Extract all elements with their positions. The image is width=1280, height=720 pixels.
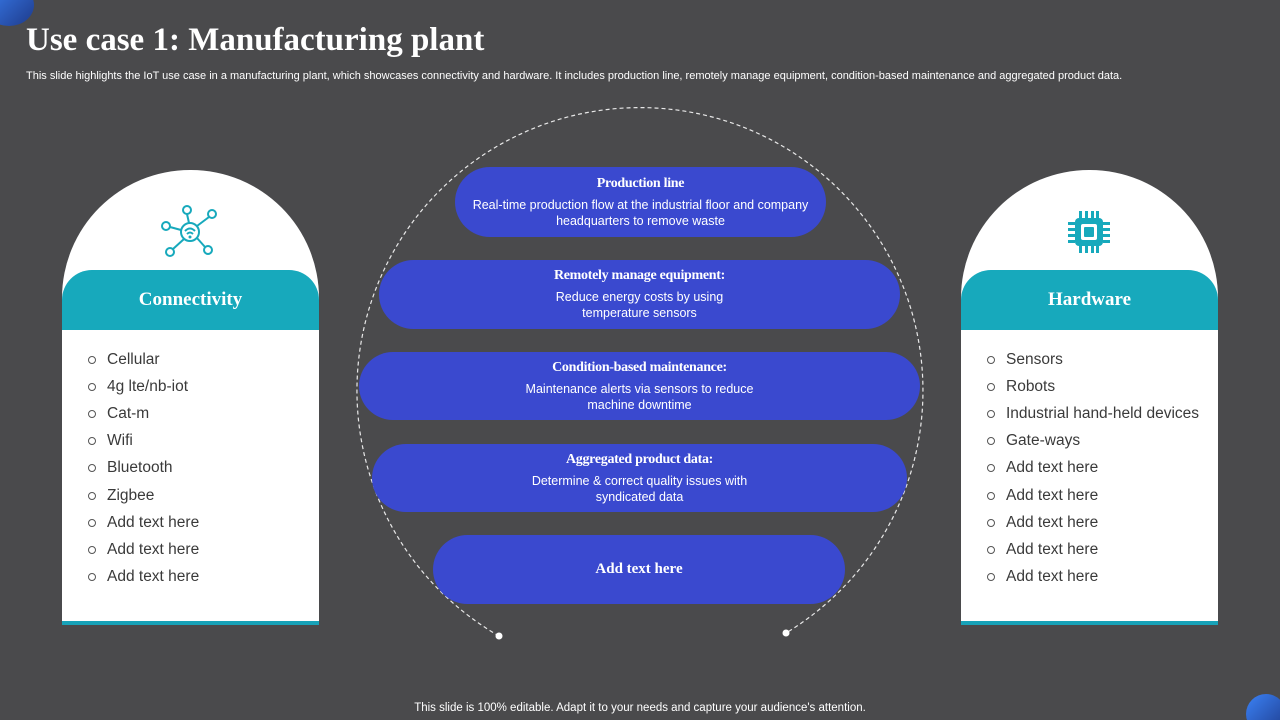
bullet-icon <box>987 573 995 582</box>
list-item: Zigbee <box>88 482 199 509</box>
footer-note: This slide is 100% editable. Adapt it to… <box>414 702 866 714</box>
hardware-header: Hardware <box>961 270 1218 330</box>
connectivity-header: Connectivity <box>62 270 319 330</box>
card-divider <box>961 621 1218 625</box>
list-item: Add text here <box>987 536 1199 563</box>
corner-decoration <box>1246 694 1280 720</box>
list-item: Add text here <box>987 509 1199 536</box>
page-title: Use case 1: Manufacturing plant <box>26 22 485 58</box>
bullet-icon <box>88 573 96 582</box>
list-item: 4g lte/nb-iot <box>88 373 199 400</box>
list-item: Cellular <box>88 346 199 373</box>
list-item: Industrial hand-held devices <box>987 400 1199 427</box>
bullet-icon <box>987 545 995 554</box>
bullet-icon <box>88 437 96 446</box>
list-item: Add text here <box>88 509 199 536</box>
list-item: Add text here <box>88 536 199 563</box>
pill-condition-maintenance: Condition-based maintenance: Maintenance… <box>359 352 920 420</box>
list-item: Add text here <box>987 564 1199 591</box>
hardware-list: Sensors Robots Industrial hand-held devi… <box>987 346 1199 591</box>
connectivity-list: Cellular 4g lte/nb-iot Cat-m Wifi Blueto… <box>88 346 199 591</box>
card-divider <box>62 621 319 625</box>
pill-remote-equipment: Remotely manage equipment: Reduce energy… <box>379 260 900 329</box>
bullet-icon <box>987 464 995 473</box>
hardware-card: Hardware Sensors Robots Industrial hand-… <box>961 170 1218 625</box>
list-item: Wifi <box>88 428 199 455</box>
list-item: Bluetooth <box>88 455 199 482</box>
bullet-icon <box>88 491 96 500</box>
bullet-icon <box>88 464 96 473</box>
chip-icon <box>1068 211 1110 253</box>
bullet-icon <box>88 382 96 391</box>
bullet-icon <box>987 409 995 418</box>
list-item: Add text here <box>987 455 1199 482</box>
bullet-icon <box>987 518 995 527</box>
bullet-icon <box>88 409 96 418</box>
list-item: Sensors <box>987 346 1199 373</box>
pill-production-line: Production line Real-time production flo… <box>455 167 826 237</box>
connectivity-card: Connectivity Cellular 4g lte/nb-iot Cat-… <box>62 170 319 625</box>
list-item: Add text here <box>987 482 1199 509</box>
bullet-icon <box>987 382 995 391</box>
bullet-icon <box>987 437 995 446</box>
list-item: Add text here <box>88 564 199 591</box>
bullet-icon <box>88 545 96 554</box>
bullet-icon <box>88 355 96 364</box>
list-item: Cat-m <box>88 400 199 427</box>
pill-aggregated-data: Aggregated product data: Determine & cor… <box>372 444 907 512</box>
list-item: Robots <box>987 373 1199 400</box>
network-hub-icon <box>161 205 217 257</box>
bullet-icon <box>987 355 995 364</box>
page-subtitle: This slide highlights the IoT use case i… <box>26 70 1123 82</box>
list-item: Gate-ways <box>987 428 1199 455</box>
bullet-icon <box>987 491 995 500</box>
bullet-icon <box>88 518 96 527</box>
pill-add-text: Add text here <box>433 535 845 604</box>
